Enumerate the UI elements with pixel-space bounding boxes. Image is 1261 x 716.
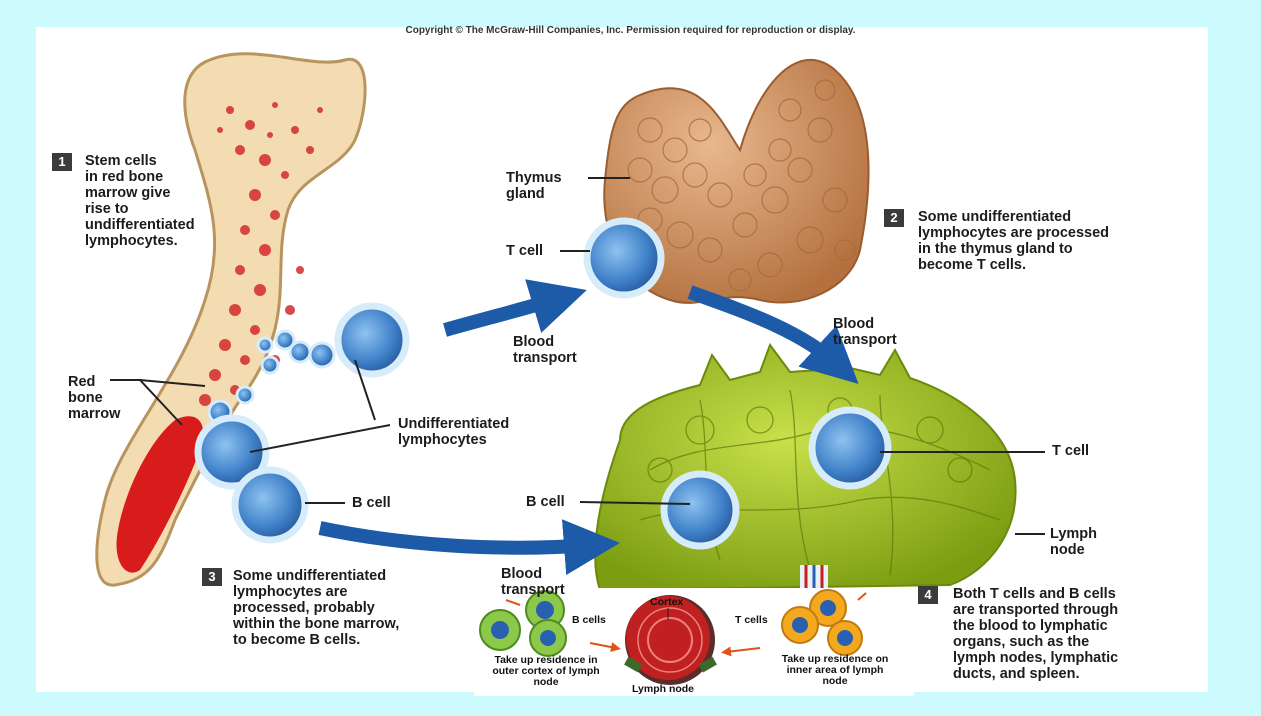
label-thymus-gland: Thymus gland — [506, 170, 562, 202]
label-blood-transport-3: Blood transport — [501, 566, 565, 598]
step-3-number: 3 — [202, 568, 222, 586]
bone-illustration — [95, 52, 367, 587]
inset-label-t-cells: T cells — [735, 614, 768, 626]
label-red-bone-marrow: Red bone marrow — [68, 374, 121, 422]
inset-node-body — [624, 595, 717, 685]
step-4-text: Both T cells and B cells are transported… — [953, 586, 1119, 682]
label-undifferentiated-lymphocytes: Undifferentiated lymphocytes — [398, 416, 510, 448]
inset-lymph-node — [474, 588, 914, 696]
inset-caption-right: Take up residence on inner area of lymph… — [781, 653, 889, 687]
label-blood-transport-2: Blood transport — [833, 316, 897, 348]
label-t-cell-node: T cell — [1052, 443, 1090, 459]
arrow-thymus-to-node — [687, 285, 859, 384]
inset-label-lymph-node: Lymph node — [632, 683, 695, 695]
inset-b-cells — [479, 590, 567, 657]
inset-caption-left: Take up residence in outer cortex of lym… — [492, 654, 600, 688]
step-2-text: Some undifferentiated lymphocytes are pr… — [918, 209, 1110, 273]
step-4-number: 4 — [918, 586, 938, 604]
label-b-cell-bone: B cell — [352, 495, 391, 511]
b-cell-node — [660, 470, 740, 550]
lymph-node — [594, 337, 1017, 593]
label-b-cell-node: B cell — [526, 494, 565, 510]
label-t-cell-thymus: T cell — [506, 243, 544, 259]
thymus-gland — [603, 58, 870, 304]
step-1-text: Stem cells in red bone marrow give rise … — [85, 153, 195, 249]
inset-label-cortex: Cortex — [650, 596, 684, 608]
copyright-notice: Copyright © The McGraw-Hill Companies, I… — [405, 25, 856, 36]
arrow-bone-to-thymus — [443, 279, 587, 337]
step-3-text: Some undifferentiated lymphocytes are pr… — [233, 568, 400, 648]
inset-t-cells — [781, 589, 863, 656]
t-cell-node — [808, 406, 892, 490]
label-lymph-node: Lymph node — [1050, 526, 1097, 558]
arrow-bone-to-node — [318, 519, 620, 576]
t-cell-thymus — [583, 217, 665, 299]
b-cell-bone — [231, 466, 309, 544]
step-2-number: 2 — [884, 209, 904, 227]
inset-label-b-cells: B cells — [572, 614, 606, 626]
step-1-number: 1 — [52, 153, 72, 171]
developing-cells — [207, 329, 336, 425]
label-blood-transport-1: Blood transport — [513, 334, 577, 366]
leader-lines — [110, 177, 1045, 535]
undifferentiated-lymphocyte-lower — [194, 414, 270, 490]
undifferentiated-lymphocyte-upper — [334, 302, 410, 378]
